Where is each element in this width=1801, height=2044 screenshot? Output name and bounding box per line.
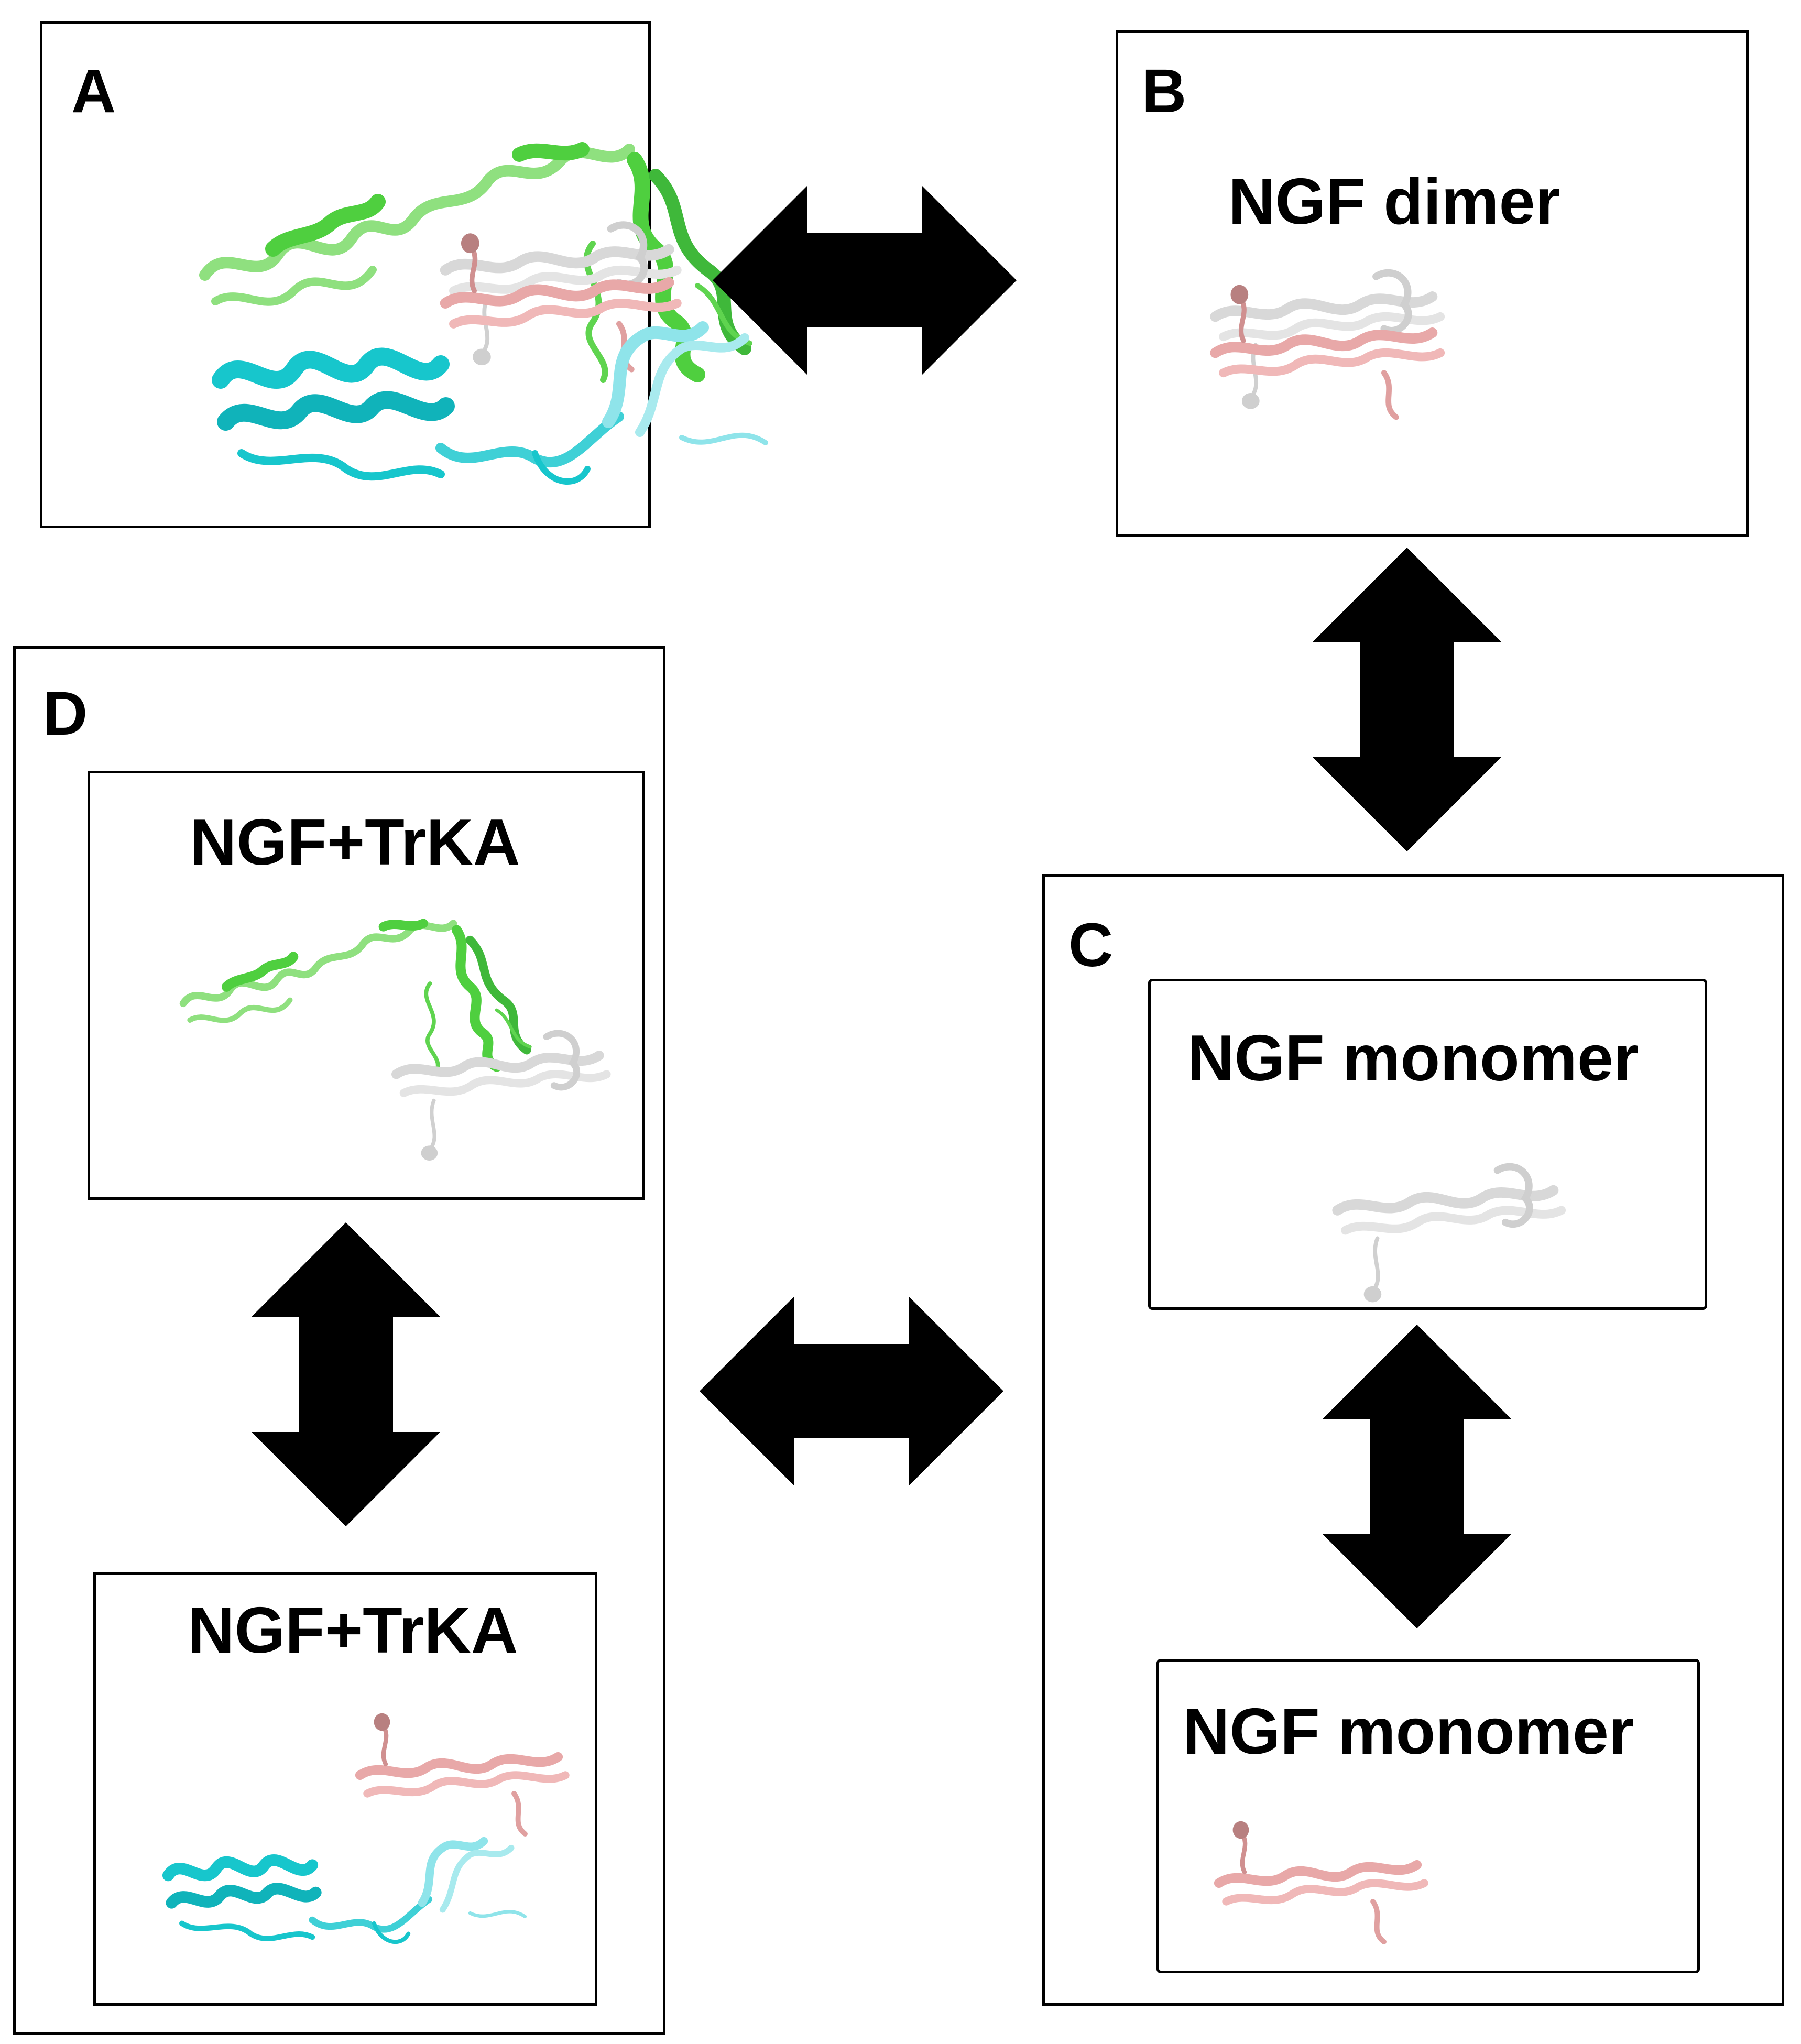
ngf-monomer-title-bottom: NGF monomer [1183,1696,1634,1768]
panel-d: D NGF+TrKA NGF+TrKA [13,646,665,2035]
panel-a: A [40,21,651,528]
ngf-trka-box-top: NGF+TrKA [88,771,645,1200]
double-arrow-a-b [713,186,1017,375]
ngf-dimer-structure [1207,258,1448,431]
ngf-monomer-box-bottom: NGF monomer [1156,1659,1700,1973]
panel-d-letter: D [43,679,88,748]
ngf-monomer-white-structure [1329,1154,1570,1306]
panel-a-letter: A [71,57,116,126]
ngf-monomer-box-top: NGF monomer [1148,979,1707,1310]
panel-b: B NGF dimer [1116,30,1749,537]
ngf-trka-title-bottom: NGF+TrKA [188,1594,518,1667]
panel-c: C NGF monomer NGF monomer [1042,874,1784,2006]
double-arrow-trka [252,1222,440,1526]
double-arrow-b-c [1313,548,1501,851]
ngf-monomer-title-top: NGF monomer [1187,1022,1639,1095]
cyan-receptor-structure [210,317,787,516]
ngf-trka-box-bottom: NGF+TrKA [93,1572,597,2006]
cyan-receptor-structure [161,1821,539,1978]
double-arrow-monomers [1323,1325,1511,1628]
ngf-trka-title-top: NGF+TrKA [190,806,520,879]
panel-b-title: NGF dimer [1228,166,1560,238]
panel-c-letter: C [1068,911,1114,980]
panel-b-letter: B [1142,57,1187,126]
ngf-monomer-pink-structure [1211,1813,1432,1960]
double-arrow-d-c [700,1297,1003,1485]
ngf-monomer-white-structure [389,1020,614,1166]
